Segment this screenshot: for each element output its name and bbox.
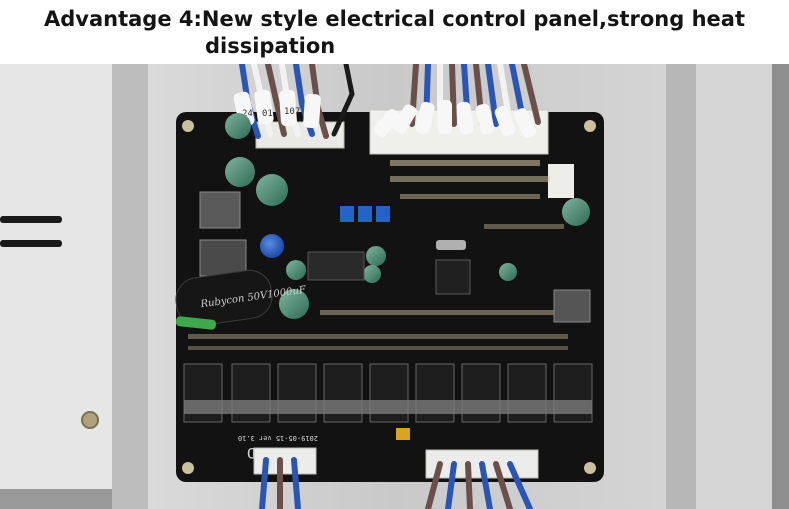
mounting-hole [584,120,596,132]
buzzer [396,428,410,440]
headline-banner: Advantage 4:New style electrical control… [0,0,789,64]
smd-component-rows [188,160,568,350]
voltage-regulator [199,191,241,229]
connector-label: 24 [242,109,253,119]
connector-label: 01 [262,109,273,119]
connector-label: 107 [284,107,300,117]
mounting-hole [584,462,596,474]
vent-slot [0,216,62,223]
vent-slot [0,240,62,247]
power-transistor [553,289,591,323]
enclosure-edge [772,64,789,509]
board-revision-label: 2019-05-15 ver 3.10 [238,434,318,442]
enclosure-right-rail [666,64,696,509]
mounting-hole [182,120,194,132]
driver-ic [307,251,365,281]
control-panel-photo: 24 01 107 [0,64,789,509]
voltage-regulator [199,239,247,277]
microcontroller [435,259,471,295]
mosfet-row [183,363,593,423]
enclosure-bottom-left [0,489,112,509]
enclosure-left-rail [112,64,148,509]
side-connector [548,164,574,198]
headline-line-2: dissipation [205,34,336,58]
wire-sleeves-top-right [374,100,537,138]
crystal [436,240,466,250]
screw-icon [81,411,99,429]
headline-line-1: Advantage 4:New style electrical control… [43,7,745,31]
capacitors [225,113,590,319]
wire-bundle-bottom [259,457,533,509]
mounting-hole [182,462,194,474]
enclosure-left-panel [0,64,112,509]
trimmer-potentiometers [260,206,390,258]
